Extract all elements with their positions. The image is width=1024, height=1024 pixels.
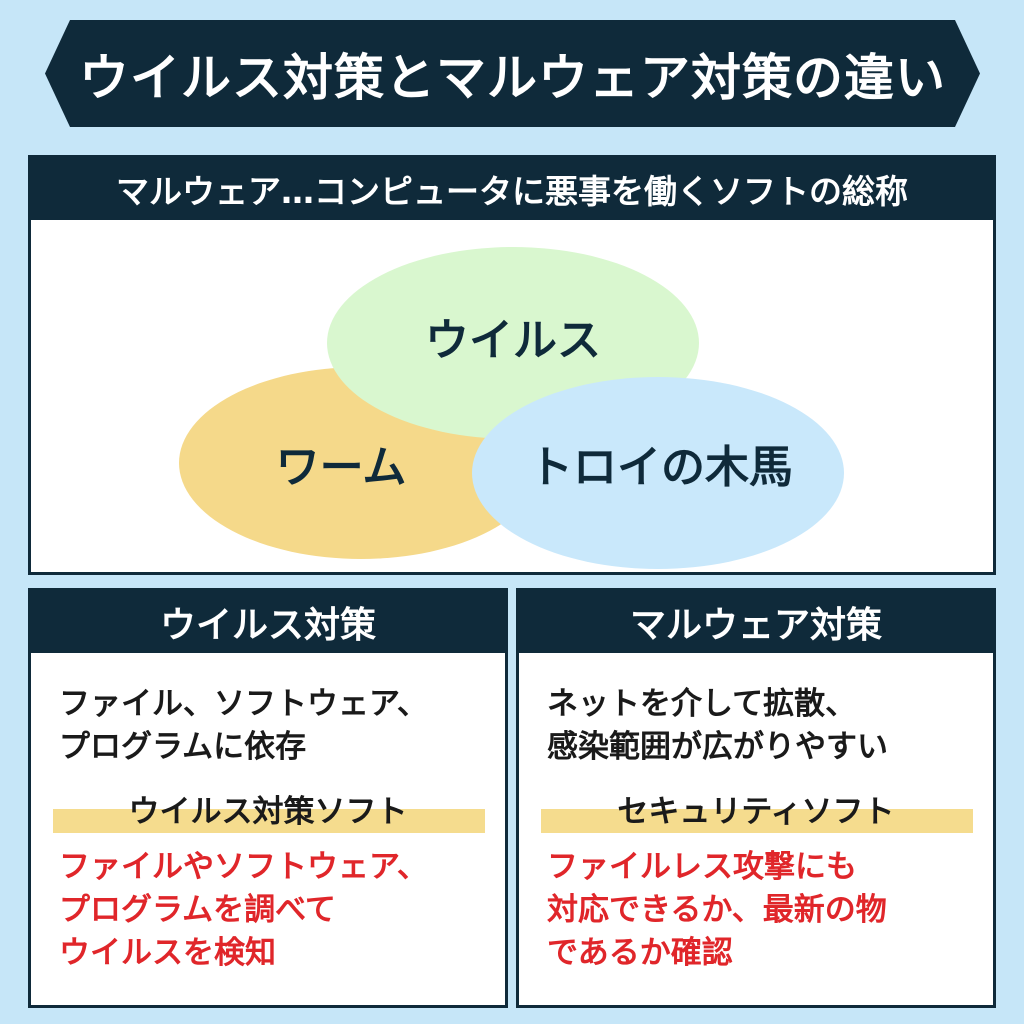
page-title: ウイルス対策とマルウェア対策の違い [45,20,980,127]
note-line: ファイルレス攻撃にも [547,849,857,885]
note-line: ウイルスを検知 [59,935,276,971]
virus-countermeasure-panel: ウイルス対策 ファイル、ソフトウェア、 プログラムに依存 ウイルス対策ソフト フ… [28,588,508,1008]
malware-venn-diagram: ウイルス ワーム トロイの木馬 [179,247,844,569]
malware-overview: マルウェア…コンピュータに悪事を働くソフトの総称 ウイルス ワーム トロイの木馬 [28,155,996,575]
desc-line: ファイル、ソフトウェア、 [59,686,428,722]
security-note: ファイルレス攻撃にも 対応できるか、最新の物 であるか確認 [547,846,887,975]
antivirus-note: ファイルやソフトウェア、 プログラムを調べて ウイルスを検知 [59,846,428,975]
security-software-label: セキュリティソフト [617,794,895,830]
desc-line: 感染範囲が広がりやすい [547,729,888,765]
note-line: 対応できるか、最新の物 [547,892,887,928]
note-line: プログラムを調べて [59,892,336,928]
highlight-band [541,809,973,833]
worm-label: ワーム [276,442,407,493]
malware-countermeasure-panel: マルウェア対策 ネットを介して拡散、 感染範囲が広がりやすい セキュリティソフト… [516,588,996,1008]
highlight-band [53,809,485,833]
antivirus-software-label: ウイルス対策ソフト [128,794,408,830]
desc-line: プログラムに依存 [59,729,307,765]
virus-countermeasure-header: ウイルス対策 [31,591,505,653]
trojan-label: トロイの木馬 [529,442,793,493]
desc-line: ネットを介して拡散、 [547,686,857,722]
note-line: ファイルやソフトウェア、 [59,849,428,885]
malware-definition-header: マルウェア…コンピュータに悪事を働くソフトの総称 [31,158,993,220]
note-line: であるか確認 [547,935,733,971]
virus-description: ファイル、ソフトウェア、 プログラムに依存 [59,683,428,769]
trojan-ellipse [472,377,844,569]
virus-label: ウイルス [425,315,601,366]
malware-description: ネットを介して拡散、 感染範囲が広がりやすい [547,683,888,769]
malware-countermeasure-header: マルウェア対策 [519,591,993,653]
